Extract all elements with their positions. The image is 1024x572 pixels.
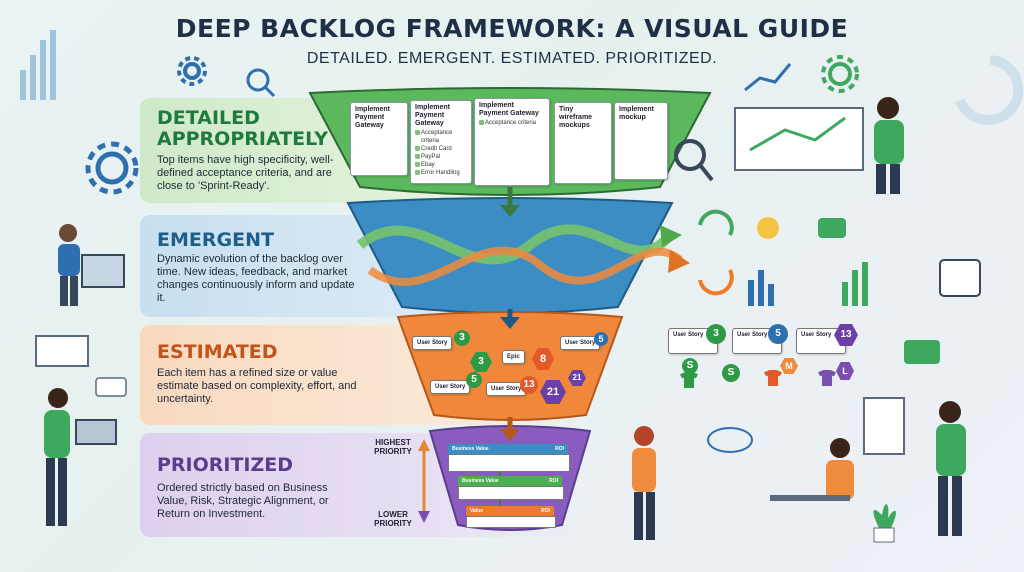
story-points-hex: 3 — [470, 352, 492, 372]
cycle-icon — [698, 209, 734, 236]
size-badge: M — [780, 358, 798, 374]
story-points-badge: 3 — [706, 324, 726, 344]
refresh-icon — [955, 55, 1024, 125]
page-subtitle: DETAILED. EMERGENT. ESTIMATED. PRIORITIZ… — [306, 50, 718, 67]
priority-item-body — [458, 486, 564, 500]
person-icon — [936, 401, 966, 536]
person-icon — [632, 426, 656, 540]
prioritized-heading: PRIORITIZED — [157, 454, 294, 476]
story-points-hex: 21 — [568, 370, 586, 386]
lower-priority-label: LOWER PRIORITY — [374, 510, 412, 528]
magnifier-icon — [246, 68, 276, 98]
story-points-badge: 13 — [520, 376, 538, 394]
bar-chart-icon — [748, 270, 774, 306]
person-icon — [44, 388, 70, 526]
epic-card[interactable]: Epic — [502, 350, 525, 364]
page-title: DEEP BACKLOG FRAMEWORK: A VISUAL GUIDE — [175, 14, 849, 43]
tshirt-icon — [680, 372, 698, 388]
section-estimated: ESTIMATED Each item has a refined size o… — [157, 342, 357, 406]
gear-icon — [85, 141, 139, 195]
cloud-icon — [707, 427, 753, 453]
detailed-heading-line1: DETAILED — [157, 107, 260, 129]
story-points-badge: 5 — [466, 372, 482, 388]
plant-icon — [873, 504, 896, 543]
person-icon — [826, 438, 854, 500]
growth-chart-icon — [744, 63, 792, 92]
magnifier-icon — [674, 139, 714, 182]
section-detailed: DETAILED APPROPRIATELY Top items have hi… — [157, 108, 357, 193]
person-icon — [874, 97, 904, 194]
browser-window-icon — [734, 107, 864, 171]
size-badge: S — [682, 358, 698, 374]
detailed-description: Top items have high specificity, well-de… — [157, 154, 334, 192]
estimated-description: Each item has a refined size or value es… — [157, 367, 357, 405]
checklist-icon — [863, 397, 905, 455]
backlog-card[interactable]: Implement Payment Gateway — [350, 102, 408, 176]
story-points-badge: 5 — [768, 324, 788, 344]
calendar-icon — [939, 259, 981, 297]
priority-item-body — [466, 516, 556, 528]
screen-icon — [35, 335, 89, 367]
detailed-cards: Implement Payment Gateway Implement Paym… — [350, 98, 680, 186]
backlog-card[interactable]: Tiny wireframe mockups — [554, 102, 612, 184]
backlog-card[interactable]: Implement Payment Gateway Acceptance cri… — [410, 100, 472, 184]
size-badge: S — [722, 364, 740, 382]
story-points-badge: 3 — [454, 330, 470, 346]
tshirt-icon — [818, 370, 836, 386]
highest-priority-label: HIGHEST PRIORITY — [374, 438, 412, 456]
estimated-funnel-items: User Story 3 3 Epic 8 User Story 5 User … — [410, 330, 610, 420]
story-card[interactable]: User Story — [412, 336, 453, 350]
gear-icon — [177, 56, 207, 86]
desk-icon — [770, 495, 850, 501]
estimated-heading: ESTIMATED — [157, 341, 278, 363]
section-emergent: EMERGENT Dynamic evolution of the backlo… — [157, 230, 357, 305]
estimated-right-row: User Story 3 User Story 5 User Story 13 … — [668, 324, 868, 404]
chat-bubble-icon — [904, 340, 940, 364]
chat-bubble-icon — [818, 218, 846, 238]
gear-icon — [821, 55, 859, 93]
chat-bubble-icon — [95, 377, 127, 397]
detailed-heading-line2: APPROPRIATELY — [157, 128, 329, 150]
bar-chart-icon — [842, 262, 868, 306]
size-badge: L — [836, 362, 854, 380]
lightbulb-icon — [757, 217, 779, 239]
tshirt-icon — [764, 370, 782, 386]
cycle-icon — [698, 269, 734, 296]
section-prioritized: PRIORITIZED Ordered strictly based on Bu… — [157, 455, 357, 521]
monitor-icon — [81, 254, 125, 288]
story-points-hex: 13 — [834, 324, 858, 346]
emergent-description: Dynamic evolution of the backlog over ti… — [157, 253, 355, 304]
backlog-card[interactable]: Implement mockup — [614, 102, 668, 180]
story-points-badge: 5 — [594, 332, 608, 346]
priority-item-body — [448, 454, 570, 472]
person-icon — [58, 224, 80, 306]
emergent-heading: EMERGENT — [157, 229, 274, 251]
backlog-card[interactable]: Implement Payment Gateway Acceptance cri… — [474, 98, 550, 186]
prioritized-description: Ordered strictly based on Business Value… — [157, 482, 329, 520]
bar-chart-icon — [20, 30, 56, 100]
story-points-hex: 8 — [532, 348, 554, 370]
laptop-icon — [75, 419, 117, 445]
